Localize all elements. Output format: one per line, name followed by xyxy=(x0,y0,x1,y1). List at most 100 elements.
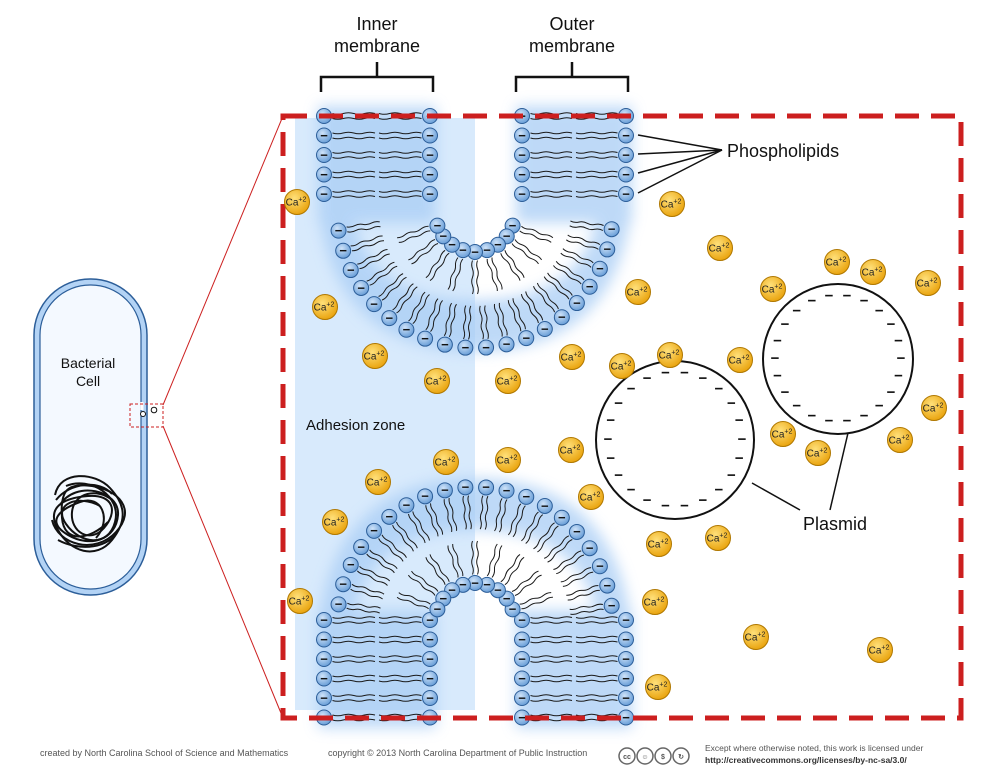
lipid-head: − xyxy=(514,166,530,183)
lipid-tail xyxy=(332,640,376,644)
plasmid-charge-sign: − xyxy=(627,380,636,397)
svg-text:☺: ☺ xyxy=(641,754,648,761)
calcium-ion: Ca+2 xyxy=(707,235,733,261)
lipid-head: − xyxy=(518,330,535,347)
lipid-tail xyxy=(346,221,380,228)
calcium-ion: Ca+2 xyxy=(312,294,338,320)
lipid-head: − xyxy=(478,339,495,356)
lipid-charge-sign: − xyxy=(370,296,378,311)
lipid-head: − xyxy=(618,147,634,163)
plasmids: −−−−−−−−−−−−−−−−−−−−−−−−−−−−−−−−−−−−−−−−… xyxy=(595,283,914,520)
lipid-tail xyxy=(498,302,508,336)
lipid-tail xyxy=(332,170,376,174)
lipid-head: − xyxy=(514,690,530,706)
lipid-charge-sign: − xyxy=(596,559,604,574)
lipid-tail xyxy=(504,556,525,586)
lipid-tail xyxy=(530,679,573,683)
lipid-charge-sign: − xyxy=(622,651,630,666)
zoom-line-top xyxy=(162,115,284,406)
lipid-tail xyxy=(467,305,472,340)
lipid-head: − xyxy=(618,651,634,667)
plasmid-charge-sign: − xyxy=(727,395,736,412)
lipid-charge-sign: − xyxy=(441,337,449,352)
lipid-charge-sign: − xyxy=(518,671,526,686)
cc-cc-icon: cc xyxy=(618,747,636,765)
calcium-ion: Ca+2 xyxy=(824,249,850,275)
bacterial-dna xyxy=(51,475,126,553)
lipid-tail xyxy=(378,616,422,619)
lipid-charge-sign: − xyxy=(426,167,434,182)
lipid-head: − xyxy=(436,336,453,353)
calcium-ion: Ca+2 xyxy=(860,259,886,285)
lipid-tail xyxy=(530,131,573,135)
footer-license-url[interactable]: http://creativecommons.org/licenses/by-n… xyxy=(705,755,907,765)
lipid-charge-sign: − xyxy=(347,262,355,277)
lipid-tail xyxy=(425,505,439,537)
lipid-head: − xyxy=(603,597,620,614)
lipid-charge-sign: − xyxy=(448,237,456,252)
lipid-head: − xyxy=(429,601,446,618)
lipid-head: − xyxy=(581,540,598,557)
lipid-charge-sign: − xyxy=(622,128,630,143)
lipid-charge-sign: − xyxy=(403,498,411,513)
lipid-head: − xyxy=(316,147,332,163)
lipid-tail xyxy=(560,567,592,583)
lipid-charge-sign: − xyxy=(509,602,517,617)
plasmid-charge-sign: − xyxy=(887,384,896,401)
lipid-tail xyxy=(575,655,618,658)
lipid-charge-sign: − xyxy=(421,489,429,504)
lipid-charge-sign: − xyxy=(426,651,434,666)
lipid-tail xyxy=(556,554,585,575)
lipid-tail xyxy=(369,549,398,569)
calcium-ion: Ca+2 xyxy=(559,344,585,370)
lipid-head: − xyxy=(514,127,530,144)
lipid-tail xyxy=(366,553,395,574)
lipid-tail xyxy=(378,151,422,154)
lipid-head: − xyxy=(518,488,535,505)
lipid-tail xyxy=(378,621,422,624)
lipid-head: − xyxy=(467,244,483,260)
lipid-tail xyxy=(553,550,582,570)
inner-membrane-bracket xyxy=(319,62,435,92)
lipid-tail xyxy=(530,640,573,644)
lipid-tail xyxy=(452,258,464,292)
outer-membrane-bracket xyxy=(514,62,630,92)
lipid-tail xyxy=(500,253,521,281)
lipid-tail xyxy=(514,239,543,261)
lipid-tail xyxy=(537,525,559,553)
calcium-ion: Ca+2 xyxy=(770,421,796,447)
lipid-head: − xyxy=(603,221,620,238)
plasmid-charge-sign: − xyxy=(781,316,790,333)
plasmid-charge-sign: − xyxy=(727,467,736,484)
lipid-tail xyxy=(369,265,398,286)
lipid-charge-sign: − xyxy=(320,612,328,627)
lipid-tail xyxy=(392,524,414,552)
lipid-tail xyxy=(486,258,498,292)
lipid-tail xyxy=(494,498,503,532)
lipid-tail xyxy=(552,265,582,285)
lipid-tail xyxy=(543,276,570,300)
lipid-tail xyxy=(447,545,459,578)
lipid-tail xyxy=(530,621,573,624)
lipid-charge-sign: − xyxy=(320,128,328,143)
lipid-tail xyxy=(398,592,431,605)
lipid-charge-sign: − xyxy=(518,710,526,725)
calcium-ion: Ca+2 xyxy=(642,589,668,615)
calcium-ion: Ca+2 xyxy=(609,353,635,379)
lipid-charge-sign: − xyxy=(622,612,630,627)
lipid-tail xyxy=(407,574,436,596)
lipid-charge-sign: − xyxy=(434,602,442,617)
lipid-head: − xyxy=(316,670,332,687)
plasmid-charge-sign: − xyxy=(781,384,790,401)
lipid-charge-sign: − xyxy=(370,523,378,538)
plasmid-charge-sign: − xyxy=(627,482,636,499)
plasmid-charge-sign: − xyxy=(698,370,707,387)
lipid-charge-sign: − xyxy=(608,222,616,237)
lipid-head: − xyxy=(353,539,370,556)
lipid-head: − xyxy=(514,186,530,202)
calcium-ion: Ca+2 xyxy=(495,368,521,394)
lipid-tail xyxy=(452,543,464,577)
lipid-charge-sign: − xyxy=(603,578,611,593)
plasmid-charge-sign: − xyxy=(860,293,869,310)
lipid-tail xyxy=(378,640,422,644)
